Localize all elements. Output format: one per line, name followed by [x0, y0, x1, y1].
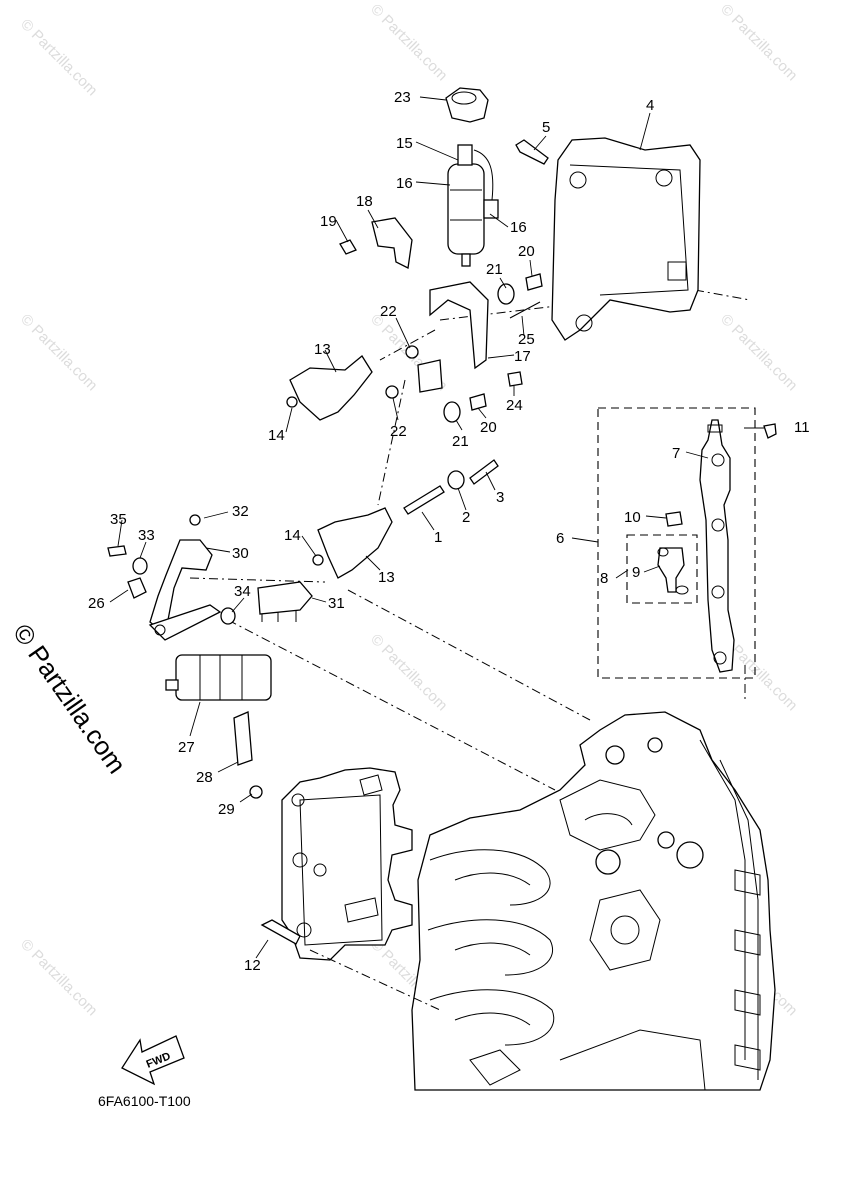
callout-9: 9	[632, 564, 640, 581]
leader-lines	[109, 96, 764, 959]
callout-30: 30	[232, 545, 249, 562]
callout-18: 18	[356, 193, 373, 210]
callout-26: 26	[88, 595, 105, 612]
callout-21a: 21	[486, 261, 503, 278]
watermark: © Partzilla.com	[17, 936, 100, 1019]
callout-8: 8	[600, 570, 608, 587]
callout-22a: 22	[380, 303, 397, 320]
callout-1: 1	[434, 529, 442, 546]
callout-32: 32	[232, 503, 249, 520]
callout-11: 11	[794, 419, 810, 436]
callout-10: 10	[624, 509, 641, 526]
callout-27: 27	[178, 739, 195, 756]
callout-28: 28	[196, 769, 213, 786]
callout-4: 4	[646, 97, 654, 114]
callout-15: 15	[396, 135, 413, 152]
callout-13a: 13	[314, 341, 331, 358]
watermark: © Partzilla.com	[17, 16, 100, 99]
callout-22b: 22	[390, 423, 407, 440]
engine-block-drawing	[411, 711, 776, 1091]
callout-20b: 20	[480, 419, 497, 436]
fuel-rail-kit-box	[597, 407, 777, 679]
callouts: 1 2 3 4 5 6 7 8 9 10 11 12 13 13 14 14 1…	[88, 89, 810, 974]
callout-17: 17	[514, 348, 531, 365]
callout-14b: 14	[284, 527, 301, 544]
watermark: © Partzilla.com	[717, 1, 800, 84]
fuel-pump-assembly	[286, 87, 701, 579]
callout-6: 6	[556, 530, 564, 547]
canister-assembly	[107, 514, 313, 799]
callout-35: 35	[110, 511, 127, 528]
callout-13b: 13	[378, 569, 395, 586]
diagram-code: 6FA6100-T100	[98, 1093, 191, 1109]
cylinder-head-drawing	[281, 767, 413, 961]
callout-34: 34	[234, 583, 251, 600]
watermark: © Partzilla.com	[17, 311, 100, 394]
callout-16b: 16	[510, 219, 527, 236]
callout-16a: 16	[396, 175, 413, 192]
callout-24: 24	[506, 397, 523, 414]
watermark: © Partzilla.com	[367, 1, 450, 84]
watermark: © Partzilla.com	[367, 631, 450, 714]
callout-33: 33	[138, 527, 155, 544]
fwd-arrow-icon: FWD	[121, 1035, 185, 1086]
callout-7: 7	[672, 445, 680, 462]
side-watermark: © Partzilla.com	[7, 618, 132, 779]
callout-20a: 20	[518, 243, 535, 260]
callout-23: 23	[394, 89, 411, 106]
callout-14a: 14	[268, 427, 285, 444]
callout-19: 19	[320, 213, 337, 230]
callout-31: 31	[328, 595, 345, 612]
callout-3: 3	[496, 489, 504, 506]
callout-5: 5	[542, 119, 550, 136]
callout-25: 25	[518, 331, 535, 348]
callout-21b: 21	[452, 433, 469, 450]
callout-29: 29	[218, 801, 235, 818]
callout-12: 12	[244, 957, 261, 974]
callout-2: 2	[462, 509, 470, 526]
watermark: © Partzilla.com	[717, 311, 800, 394]
bolt-12-drawing	[260, 919, 301, 945]
